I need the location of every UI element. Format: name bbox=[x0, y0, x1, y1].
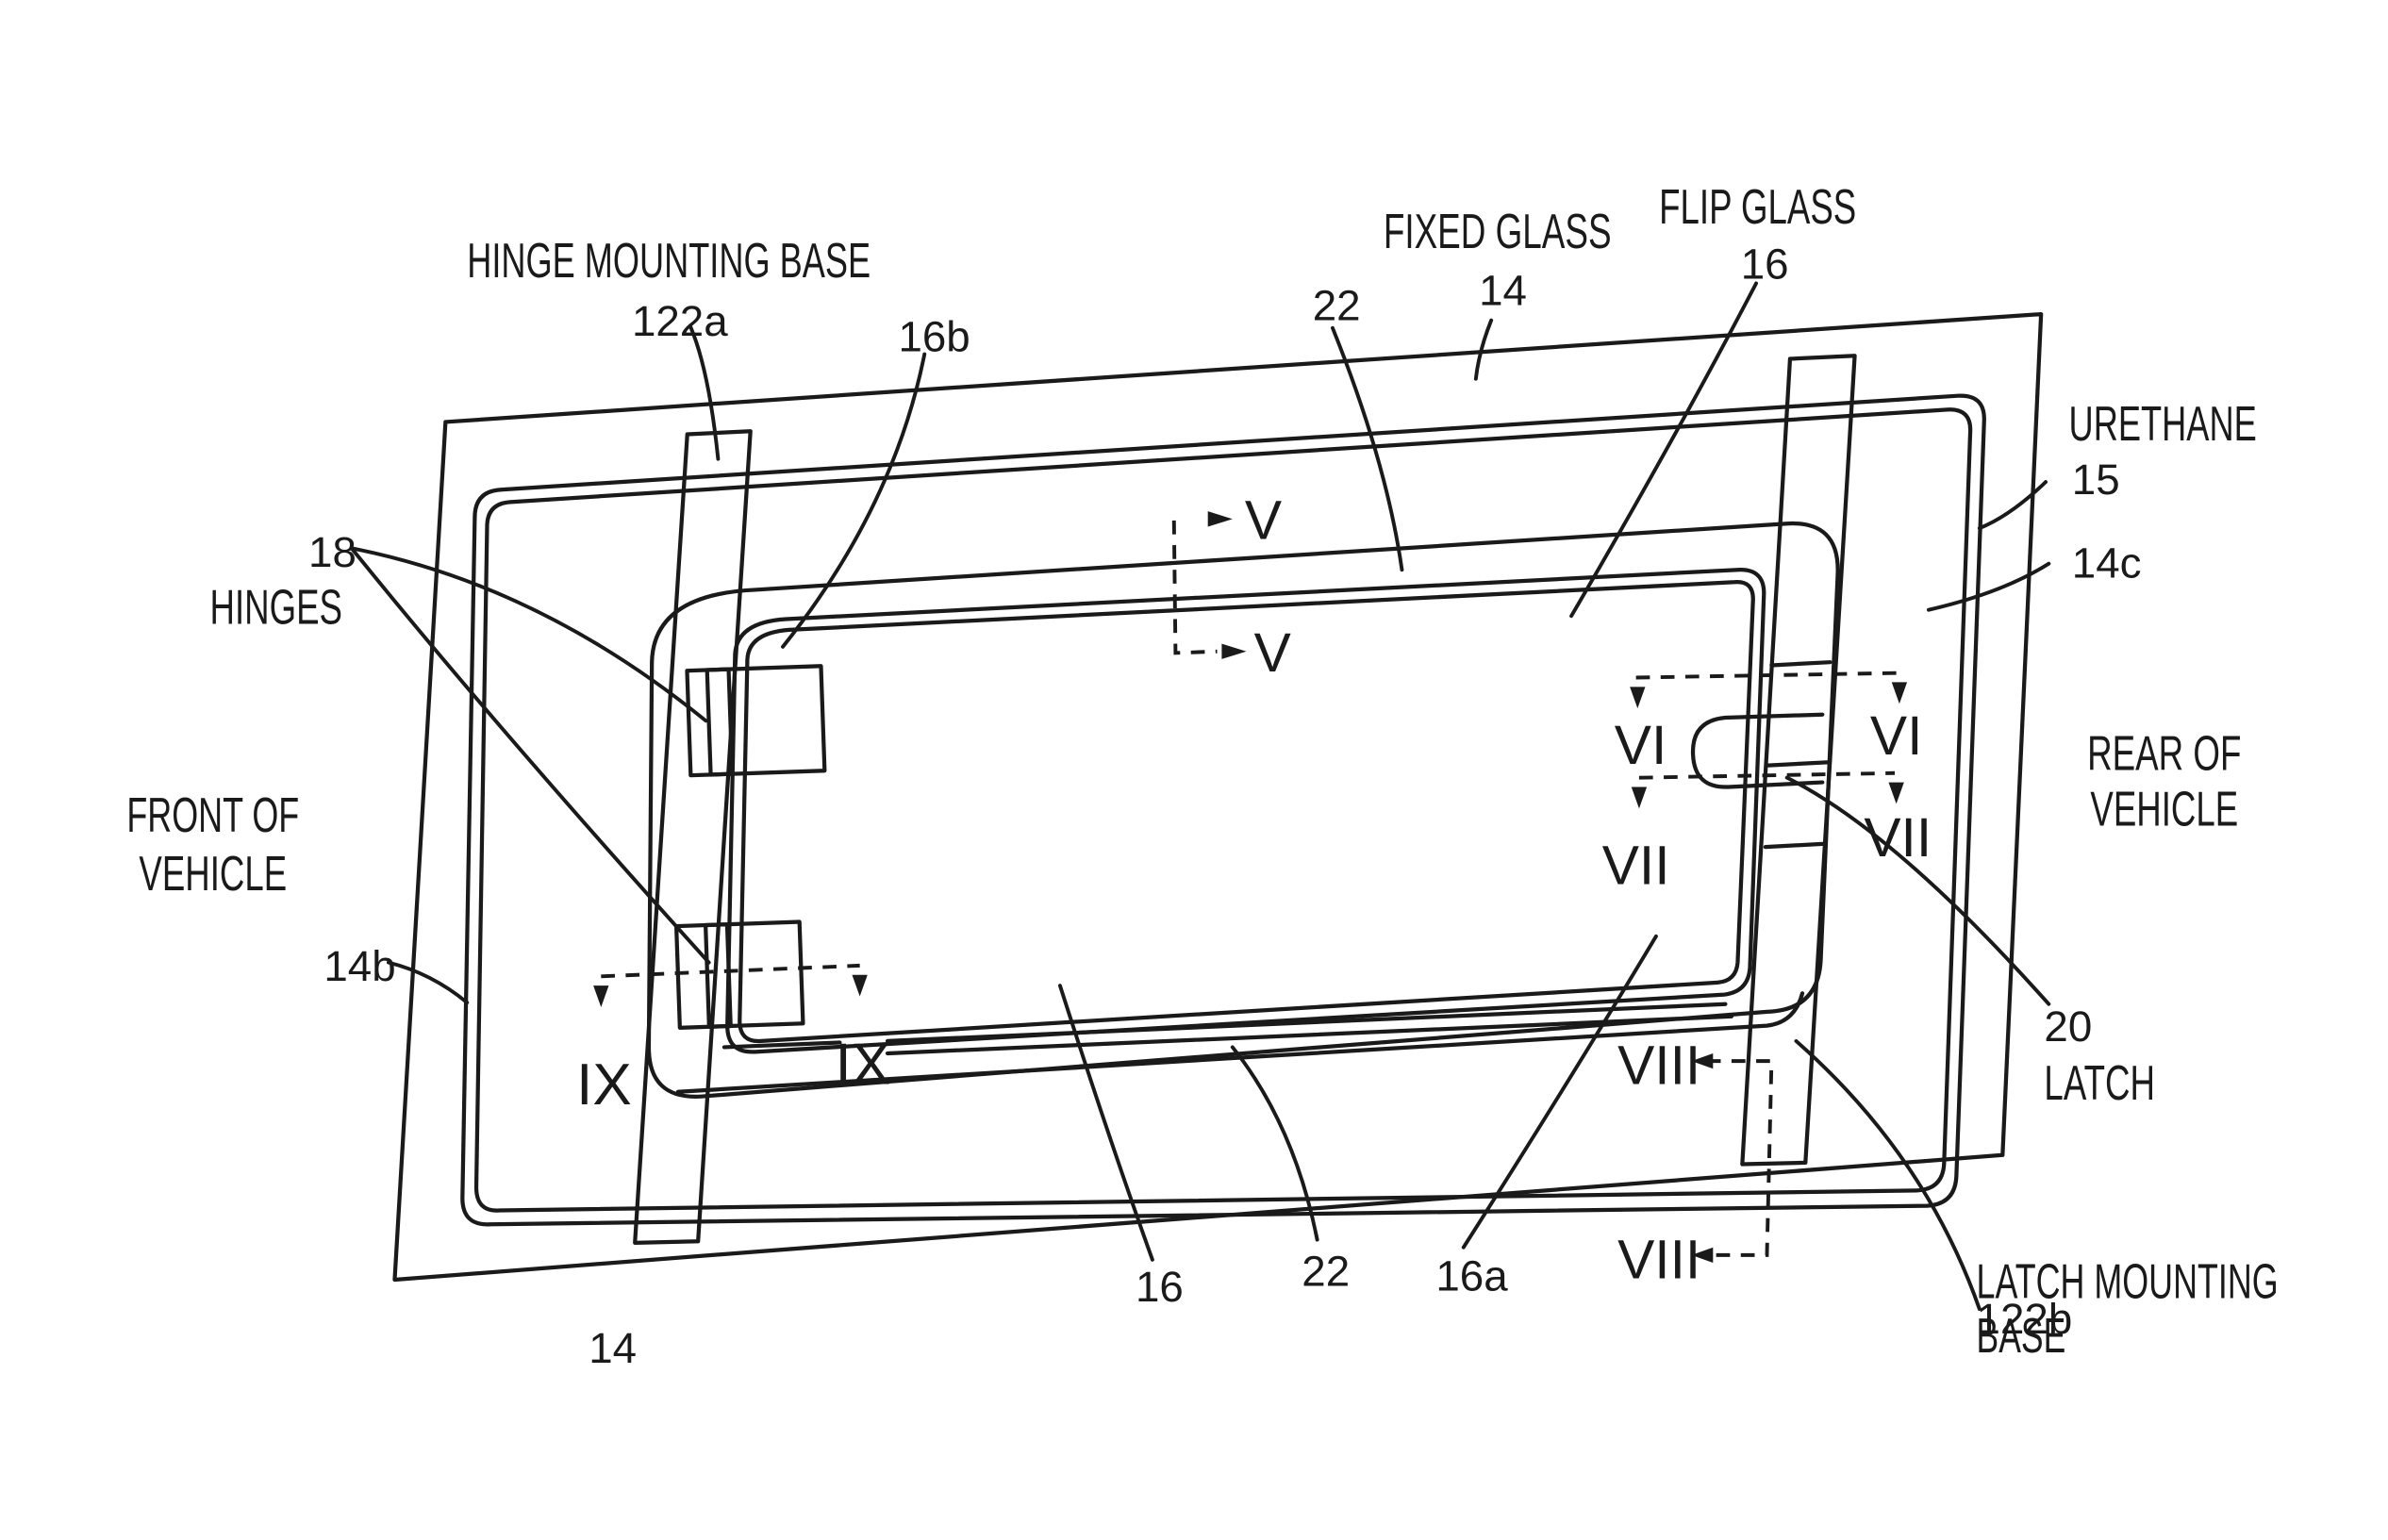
leader-15 bbox=[1980, 482, 2046, 528]
section-ix-arrow-right bbox=[852, 975, 867, 997]
section-viii-bottom: VIII bbox=[1617, 1229, 1700, 1290]
section-labels: V V VI VI VII VII VIII VIII IX IX bbox=[576, 490, 1932, 1291]
section-viii-line bbox=[1704, 1061, 1772, 1255]
window-assembly bbox=[394, 314, 2041, 1280]
section-vi-right: VI bbox=[1870, 705, 1923, 767]
label-18: 18 bbox=[308, 528, 357, 576]
section-vi-left: VI bbox=[1615, 715, 1667, 776]
label-hinge-mounting-base: HINGE MOUNTING BASE bbox=[467, 234, 871, 289]
label-16-bottom: 16 bbox=[1136, 1263, 1184, 1311]
section-vii-arrow-left bbox=[1632, 787, 1647, 808]
section-v-arrow-top bbox=[1208, 511, 1233, 526]
section-ix-left: IX bbox=[576, 1052, 632, 1118]
label-vehicle-front: VEHICLE bbox=[139, 847, 287, 902]
label-20: 20 bbox=[2044, 1002, 2092, 1051]
label-hinges: HINGES bbox=[210, 580, 342, 635]
label-front-of: FRONT OF bbox=[126, 788, 299, 843]
label-latch-mounting: LATCH MOUNTING bbox=[1977, 1255, 2279, 1310]
leader-flip-16 bbox=[1571, 283, 1756, 616]
label-latch: LATCH bbox=[2044, 1056, 2155, 1111]
label-22-top: 22 bbox=[1313, 282, 1361, 330]
label-22-bottom: 22 bbox=[1302, 1248, 1350, 1296]
leader-14b bbox=[389, 963, 467, 1002]
label-urethane-ref: 15 bbox=[2072, 455, 2120, 504]
section-ix-right: IX bbox=[836, 1033, 891, 1098]
label-flip-glass-ref: 16 bbox=[1741, 240, 1789, 289]
leader-122b bbox=[1797, 1041, 1980, 1309]
section-vi-arrow-left bbox=[1630, 687, 1645, 708]
section-viii-top: VIII bbox=[1617, 1035, 1700, 1097]
section-vii-right: VII bbox=[1864, 807, 1932, 869]
section-markers bbox=[593, 511, 1907, 1263]
label-fixed-glass-ref: 14 bbox=[1479, 266, 1527, 314]
leader-122a bbox=[690, 326, 718, 458]
label-14b: 14b bbox=[323, 942, 395, 990]
label-122a: 122a bbox=[632, 297, 728, 345]
section-vi-line bbox=[1636, 673, 1899, 678]
label-flip-glass: FLIP GLASS bbox=[1659, 180, 1856, 235]
label-vehicle-rear: VEHICLE bbox=[2090, 782, 2238, 836]
latch-plate-low bbox=[1766, 844, 1822, 847]
section-vi-arrow-right bbox=[1892, 682, 1907, 704]
leader-hinge-2 bbox=[352, 548, 709, 962]
label-fixed-glass: FIXED GLASS bbox=[1384, 205, 1612, 259]
label-base: BASE bbox=[1977, 1309, 2066, 1364]
label-14c: 14c bbox=[2072, 538, 2142, 587]
section-v-top: V bbox=[1245, 490, 1282, 552]
label-16a: 16a bbox=[1435, 1251, 1508, 1300]
label-urethane: URETHANE bbox=[2069, 397, 2257, 452]
flip-glass-inner-b bbox=[739, 582, 1753, 1041]
leader-lines bbox=[352, 283, 2049, 1309]
labels: HINGE MOUNTING BASE 122a 16b FIXED GLASS… bbox=[126, 180, 2278, 1372]
section-v-bottom: V bbox=[1254, 622, 1291, 684]
label-16b: 16b bbox=[898, 312, 970, 360]
section-vii-left: VII bbox=[1602, 835, 1670, 896]
label-14-bottom: 14 bbox=[589, 1324, 637, 1372]
section-ix-arrow-left bbox=[593, 985, 608, 1007]
section-vii-line bbox=[1639, 773, 1895, 778]
latch-plate-top bbox=[1771, 662, 1830, 665]
flip-glass-inner-a bbox=[727, 570, 1764, 1052]
section-vii-arrow-right bbox=[1888, 783, 1903, 804]
latch-plate-mid bbox=[1768, 762, 1827, 765]
section-v-arrow-bottom bbox=[1221, 644, 1246, 659]
label-rear-of: REAR OF bbox=[2087, 727, 2241, 782]
section-v-line bbox=[1174, 521, 1218, 653]
